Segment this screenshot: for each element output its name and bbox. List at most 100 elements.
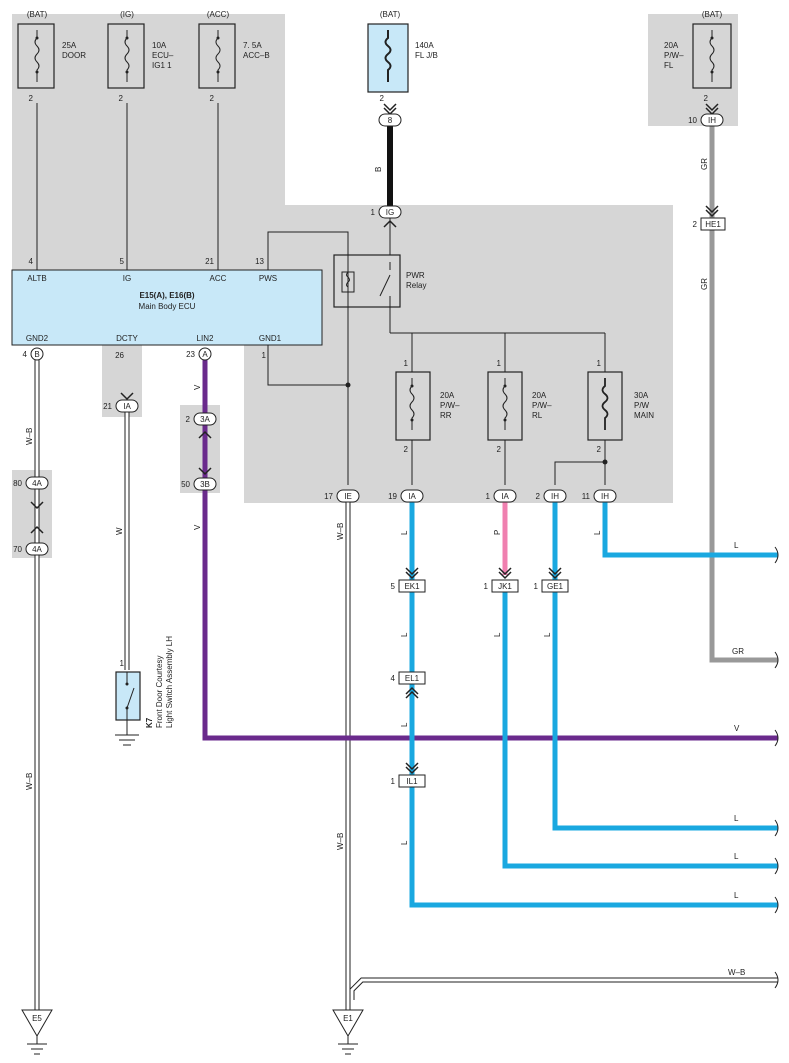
svg-text:L: L	[734, 891, 739, 900]
svg-text:IG: IG	[123, 274, 131, 283]
svg-text:2: 2	[704, 94, 709, 103]
svg-text:Front Door Courtesy: Front Door Courtesy	[155, 656, 164, 728]
ground-e1: E1	[332, 1009, 364, 1055]
svg-text:L: L	[543, 632, 552, 637]
svg-text:FL: FL	[664, 61, 674, 70]
svg-text:1: 1	[534, 582, 539, 591]
svg-text:W–B: W–B	[336, 833, 345, 850]
connector-ia-1: IA 1	[486, 489, 517, 503]
supply-acc: (ACC)	[207, 10, 230, 19]
svg-text:L: L	[734, 852, 739, 861]
svg-text:1: 1	[404, 359, 409, 368]
svg-text:2: 2	[186, 415, 191, 424]
svg-text:17: 17	[324, 492, 333, 501]
connector-he1: HE1 2	[693, 217, 726, 231]
svg-text:IA: IA	[408, 492, 416, 501]
svg-text:1: 1	[497, 359, 502, 368]
svg-text:L: L	[734, 814, 739, 823]
fuse-pw-main: 30A P/W MAIN 1 2	[587, 359, 654, 454]
supply-bat-1: (BAT)	[27, 10, 48, 19]
connector-3a: 3A 2	[186, 412, 217, 426]
svg-text:IG: IG	[386, 208, 394, 217]
svg-text:2: 2	[597, 445, 602, 454]
svg-text:P/W: P/W	[634, 401, 650, 410]
svg-text:1: 1	[486, 492, 491, 501]
svg-text:1: 1	[391, 777, 396, 786]
svg-text:L: L	[734, 541, 739, 550]
svg-text:IH: IH	[708, 116, 716, 125]
svg-text:PWS: PWS	[259, 274, 277, 283]
splice-dot	[602, 459, 608, 465]
svg-text:13: 13	[255, 257, 264, 266]
svg-text:80: 80	[13, 479, 22, 488]
svg-text:EK1: EK1	[404, 582, 420, 591]
main-body-ecu: E15(A), E16(B) Main Body ECU ALTB IG ACC…	[11, 257, 323, 360]
svg-text:B: B	[34, 350, 39, 359]
svg-text:IA: IA	[501, 492, 509, 501]
fuse-pw-rl: 20A P/W– RL 1 2	[487, 359, 552, 454]
svg-text:2: 2	[404, 445, 409, 454]
svg-text:140A: 140A	[415, 41, 434, 50]
connector-chevrons	[30, 205, 719, 775]
svg-text:10: 10	[688, 116, 697, 125]
svg-text:ALTB: ALTB	[27, 274, 46, 283]
svg-text:IL1: IL1	[406, 777, 418, 786]
svg-text:Relay: Relay	[406, 281, 426, 290]
svg-text:4: 4	[29, 257, 34, 266]
svg-text:2: 2	[536, 492, 541, 501]
svg-text:23: 23	[186, 350, 195, 359]
svg-text:Light Switch Assembly LH: Light Switch Assembly LH	[165, 636, 174, 728]
svg-text:11: 11	[582, 492, 591, 501]
svg-text:25A: 25A	[62, 41, 77, 50]
connector-ih-11: IH 11	[582, 489, 617, 503]
svg-text:2: 2	[497, 445, 502, 454]
svg-text:DCTY: DCTY	[116, 334, 138, 343]
svg-text:EL1: EL1	[405, 674, 420, 683]
svg-text:A: A	[202, 350, 208, 359]
connector-il1: IL1 1	[391, 774, 426, 788]
connector-3b: 3B 50	[181, 477, 217, 491]
svg-text:FL J/B: FL J/B	[415, 51, 438, 60]
svg-text:2: 2	[380, 94, 385, 103]
svg-text:W–B: W–B	[728, 968, 745, 977]
svg-text:20A: 20A	[532, 391, 547, 400]
fuse-pw-fl: 20A P/W– FL 2	[664, 23, 732, 103]
door-courtesy-switch: 1 K7 Front Door Courtesy Light Switch As…	[115, 636, 174, 746]
fuse-door: 25A DOOR 2	[17, 23, 86, 103]
svg-text:8: 8	[388, 116, 393, 125]
svg-text:GR: GR	[732, 647, 744, 656]
svg-text:JK1: JK1	[498, 582, 512, 591]
svg-text:1: 1	[262, 351, 267, 360]
connector-ih-10: IH 10	[688, 113, 724, 127]
svg-text:2: 2	[210, 94, 215, 103]
svg-text:1: 1	[371, 208, 376, 217]
svg-text:B: B	[374, 167, 383, 172]
svg-text:Main Body ECU: Main Body ECU	[139, 302, 196, 311]
svg-text:21: 21	[103, 402, 112, 411]
supply-bat-3: (BAT)	[702, 10, 723, 19]
svg-text:LIN2: LIN2	[197, 334, 214, 343]
connector-ek1: EK1 5	[391, 579, 426, 593]
svg-text:V: V	[193, 384, 202, 390]
wire-gr	[709, 118, 778, 663]
svg-text:P/W–: P/W–	[440, 401, 460, 410]
svg-text:ACC: ACC	[210, 274, 227, 283]
svg-text:L: L	[400, 722, 409, 727]
svg-text:P/W–: P/W–	[664, 51, 684, 60]
svg-text:5: 5	[120, 257, 125, 266]
wire-labels: B GR GR GR W–B W–B W–B W–B W V V V L L L…	[25, 158, 745, 977]
svg-text:DOOR: DOOR	[62, 51, 86, 60]
svg-text:IE: IE	[344, 492, 352, 501]
connector-ia-19: IA 19	[388, 489, 424, 503]
svg-text:E5: E5	[32, 1014, 42, 1023]
svg-text:L: L	[493, 632, 502, 637]
svg-text:4: 4	[391, 674, 396, 683]
fuse-pw-rr: 20A P/W– RR 1 2	[395, 359, 460, 454]
connector-8: 8	[378, 113, 402, 127]
connector-ge1: GE1 1	[534, 579, 569, 593]
connector-jk1: JK1 1	[484, 579, 519, 593]
svg-text:3B: 3B	[200, 480, 210, 489]
connector-b: B 4	[23, 347, 44, 361]
svg-text:E15(A), E16(B): E15(A), E16(B)	[139, 291, 194, 300]
